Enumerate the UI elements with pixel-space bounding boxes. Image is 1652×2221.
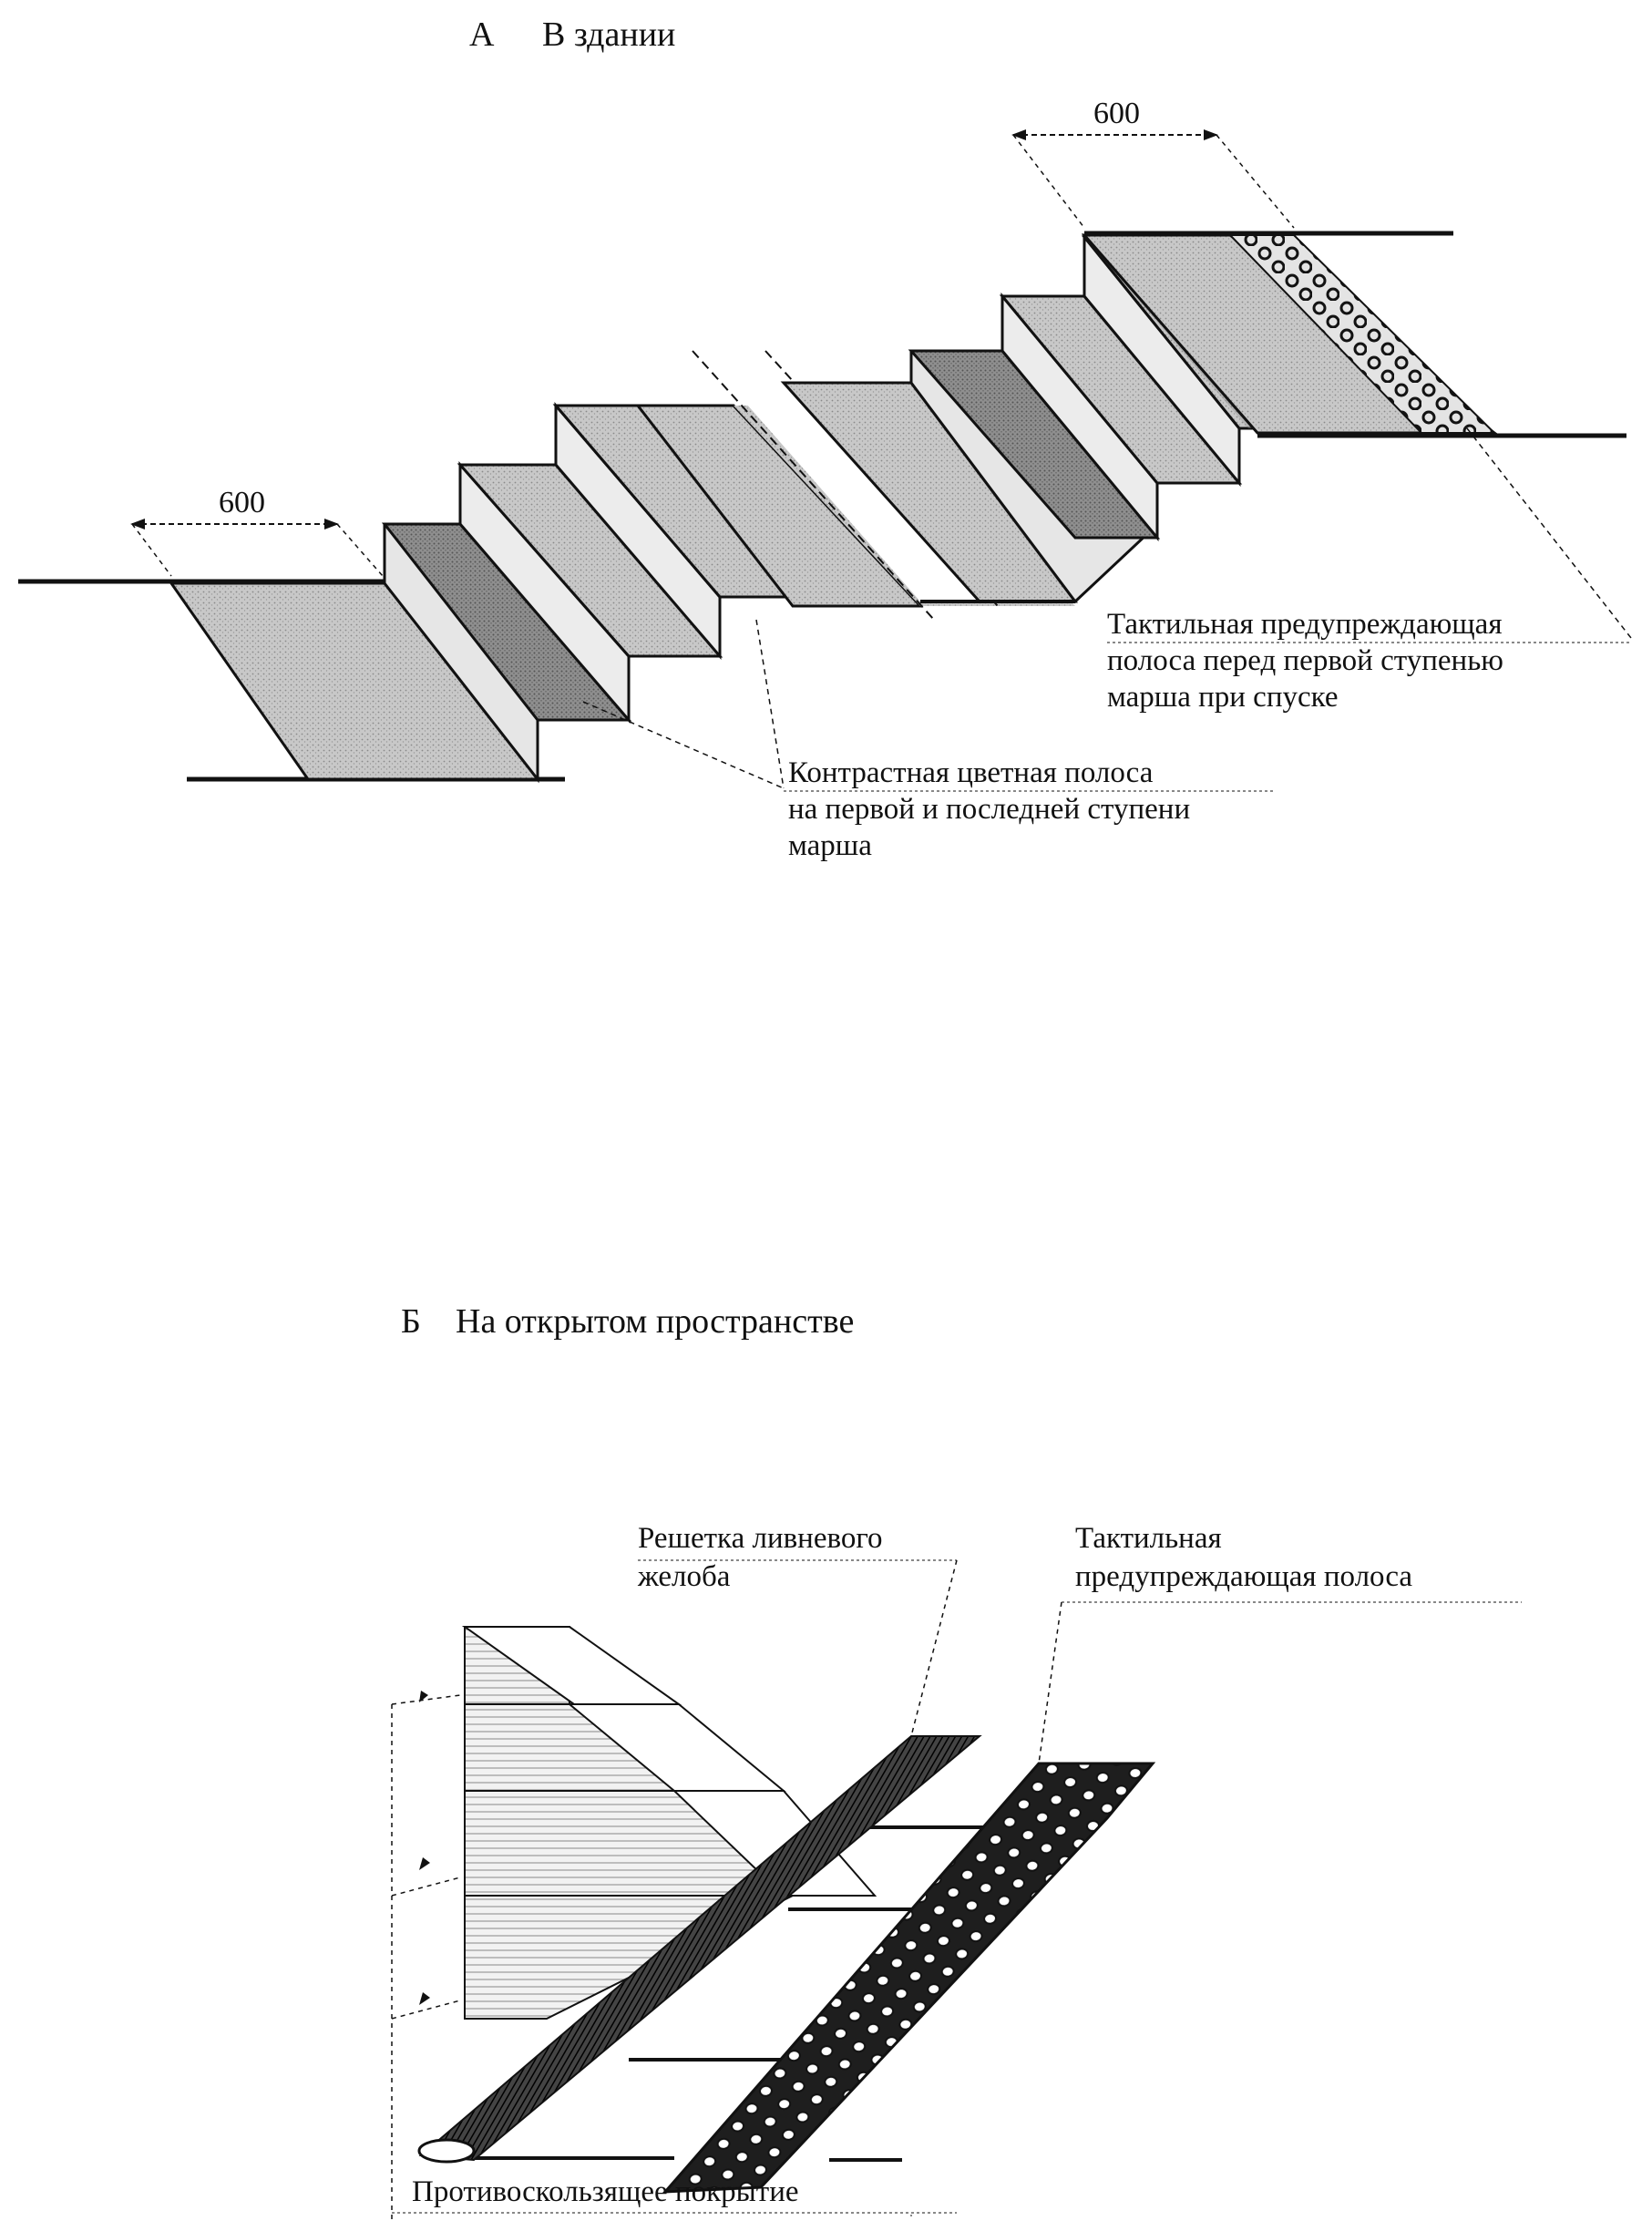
upper-steps xyxy=(780,232,1499,604)
svg-text:на первой и последней ступени: на первой и последней ступени xyxy=(788,793,1190,826)
panel-a-letter: А xyxy=(469,15,495,54)
svg-text:предупреждающая полоса: предупреждающая полоса xyxy=(1075,1560,1412,1593)
svg-text:Контрастная цветная полоса: Контрастная цветная полоса xyxy=(788,756,1154,789)
svg-text:марша: марша xyxy=(788,829,872,862)
svg-text:полоса перед первой ступенью: полоса перед первой ступенью xyxy=(1107,644,1503,677)
tactile-warning-strip-outdoor xyxy=(662,1762,1156,2194)
antislip-bracket xyxy=(391,1691,461,2219)
grate-end xyxy=(417,2138,476,2164)
panel-b: Б На открытом пространстве xyxy=(391,1302,1522,2219)
svg-text:Тактильная: Тактильная xyxy=(1075,1522,1222,1555)
break-lines xyxy=(692,350,999,621)
dimension-top: 600 xyxy=(1011,97,1295,229)
svg-text:Тактильная предупреждающая: Тактильная предупреждающая xyxy=(1107,608,1503,641)
contrast-leader-2 xyxy=(755,619,785,789)
grate-label: Решетка ливневого желоба xyxy=(637,1522,958,1737)
panel-a: А В здании xyxy=(18,15,1632,862)
panel-b-title: На открытом пространстве xyxy=(456,1302,854,1341)
panel-b-letter: Б xyxy=(401,1302,421,1341)
drainage-grate xyxy=(418,1735,982,2162)
antislip-label: Противоскользящее покрытие xyxy=(392,2175,957,2214)
panel-a-title: В здании xyxy=(542,15,675,54)
dimension-left-value: 600 xyxy=(219,486,265,519)
tactile-label-a: Тактильная предупреждающая полоса перед … xyxy=(1107,608,1631,714)
tactile-label-b: Тактильная предупреждающая полоса xyxy=(1038,1522,1522,1764)
dimension-top-value: 600 xyxy=(1093,97,1140,130)
contrast-label-a: Контрастная цветная полоса на первой и п… xyxy=(784,756,1276,862)
svg-text:марша при спуске: марша при спуске xyxy=(1107,681,1339,714)
contrast-leader-1 xyxy=(582,701,785,789)
svg-text:желоба: желоба xyxy=(637,1560,731,1593)
svg-text:Решетка ливневого: Решетка ливневого xyxy=(638,1522,883,1555)
svg-text:Противоскользящее покрытие: Противоскользящее покрытие xyxy=(412,2175,799,2208)
dimension-left: 600 xyxy=(130,486,384,577)
tactile-leader-a xyxy=(1466,427,1632,639)
